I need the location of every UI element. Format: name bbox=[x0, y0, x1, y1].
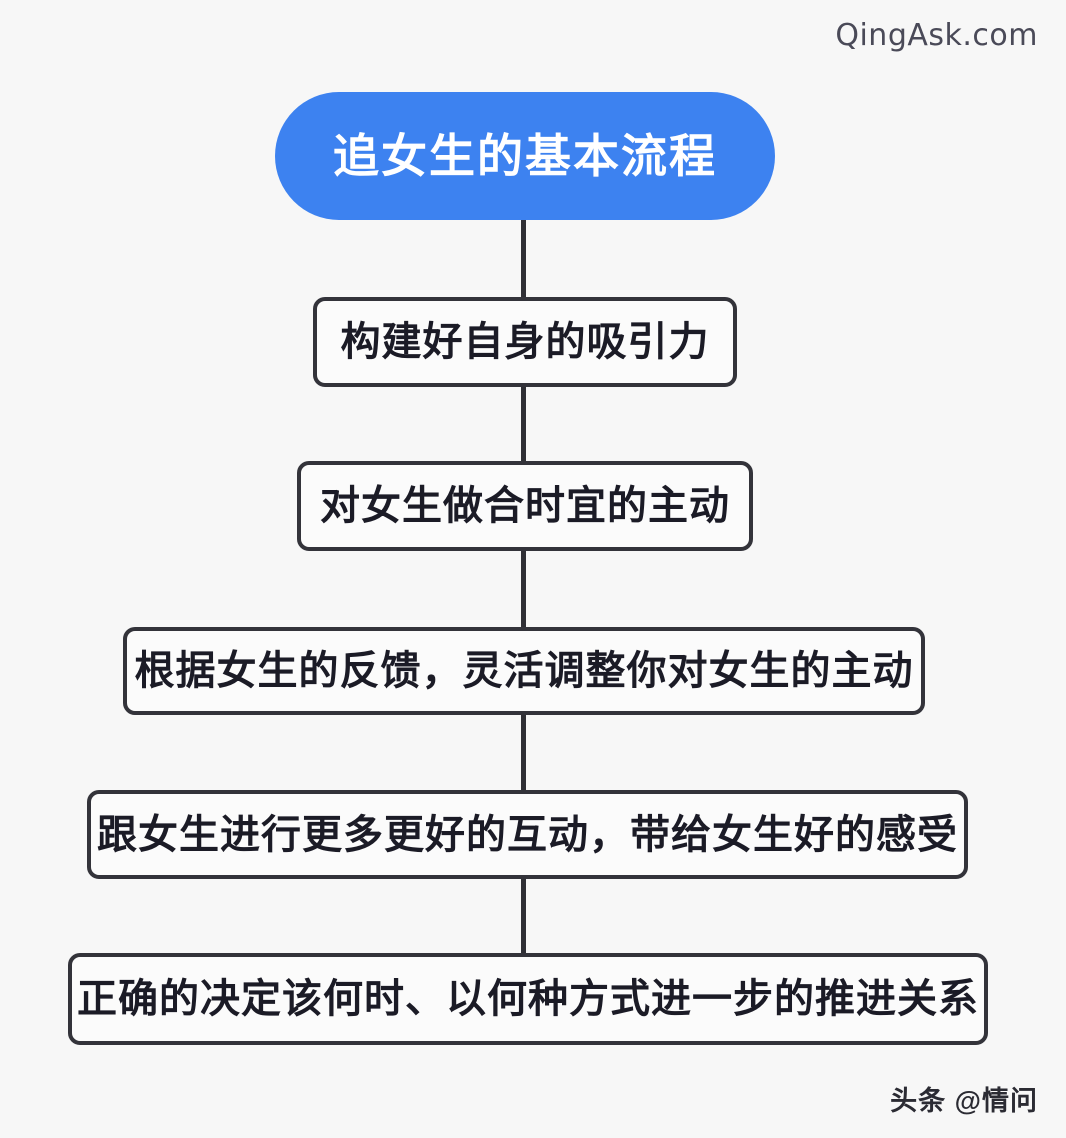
flow-node-step-2-label: 对女生做合时宜的主动 bbox=[320, 484, 730, 528]
connector-step-2-to-step-3 bbox=[521, 545, 526, 635]
connector-step-3-to-step-4 bbox=[521, 708, 526, 798]
watermark-author-handle: 头条 @情问 bbox=[890, 1086, 1038, 1116]
flowchart-title-node: 追女生的基本流程 bbox=[275, 92, 775, 220]
flow-node-step-3: 根据女生的反馈，灵活调整你对女生的主动 bbox=[123, 627, 925, 715]
flow-node-step-3-label: 根据女生的反馈，灵活调整你对女生的主动 bbox=[134, 649, 914, 693]
flow-node-step-4-label: 跟女生进行更多更好的互动，带给女生好的感受 bbox=[97, 812, 958, 857]
flow-node-step-2: 对女生做合时宜的主动 bbox=[297, 461, 753, 551]
watermark-site-name: QingAsk.com bbox=[835, 18, 1038, 53]
connector-step-4-to-step-5 bbox=[521, 872, 526, 961]
flow-node-step-1-label: 构建好自身的吸引力 bbox=[340, 320, 710, 364]
flow-node-step-4: 跟女生进行更多更好的互动，带给女生好的感受 bbox=[87, 790, 968, 879]
flow-node-step-5: 正确的决定该何时、以何种方式进一步的推进关系 bbox=[68, 953, 988, 1045]
connector-title-to-step-1 bbox=[521, 210, 526, 305]
flow-node-step-1: 构建好自身的吸引力 bbox=[313, 297, 737, 387]
flow-node-step-5-label: 正确的决定该何时、以何种方式进一步的推进关系 bbox=[77, 977, 979, 1021]
flowchart-title-label: 追女生的基本流程 bbox=[333, 130, 717, 182]
connector-step-1-to-step-2 bbox=[521, 380, 526, 468]
